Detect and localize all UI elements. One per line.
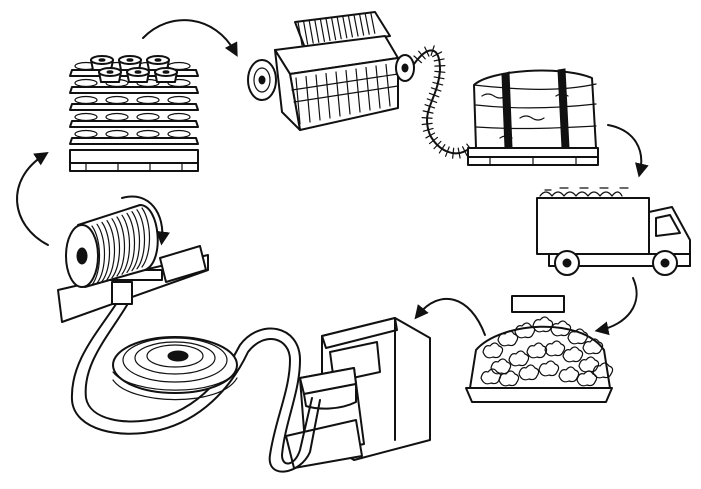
arrow-bale-to-truck bbox=[607, 124, 649, 178]
winding-reel-icon bbox=[57, 195, 209, 323]
cycle-arrows bbox=[16, 19, 649, 336]
hose-coil-icon bbox=[70, 297, 321, 473]
delivery-truck-icon bbox=[536, 187, 691, 276]
arrow-reel-to-pallet bbox=[16, 151, 49, 246]
spinning-machine-icon bbox=[247, 11, 474, 159]
fiber-hopper-icon bbox=[465, 295, 614, 403]
fiber-bale-icon bbox=[467, 68, 599, 166]
extrusion-machine-icon bbox=[285, 317, 431, 469]
arrow-hopper-to-extruder bbox=[414, 297, 486, 336]
arrow-pallet-to-spinner bbox=[142, 19, 238, 57]
arrow-truck-to-hopper bbox=[594, 277, 638, 336]
yarn-spools-pallet-icon bbox=[69, 55, 199, 172]
